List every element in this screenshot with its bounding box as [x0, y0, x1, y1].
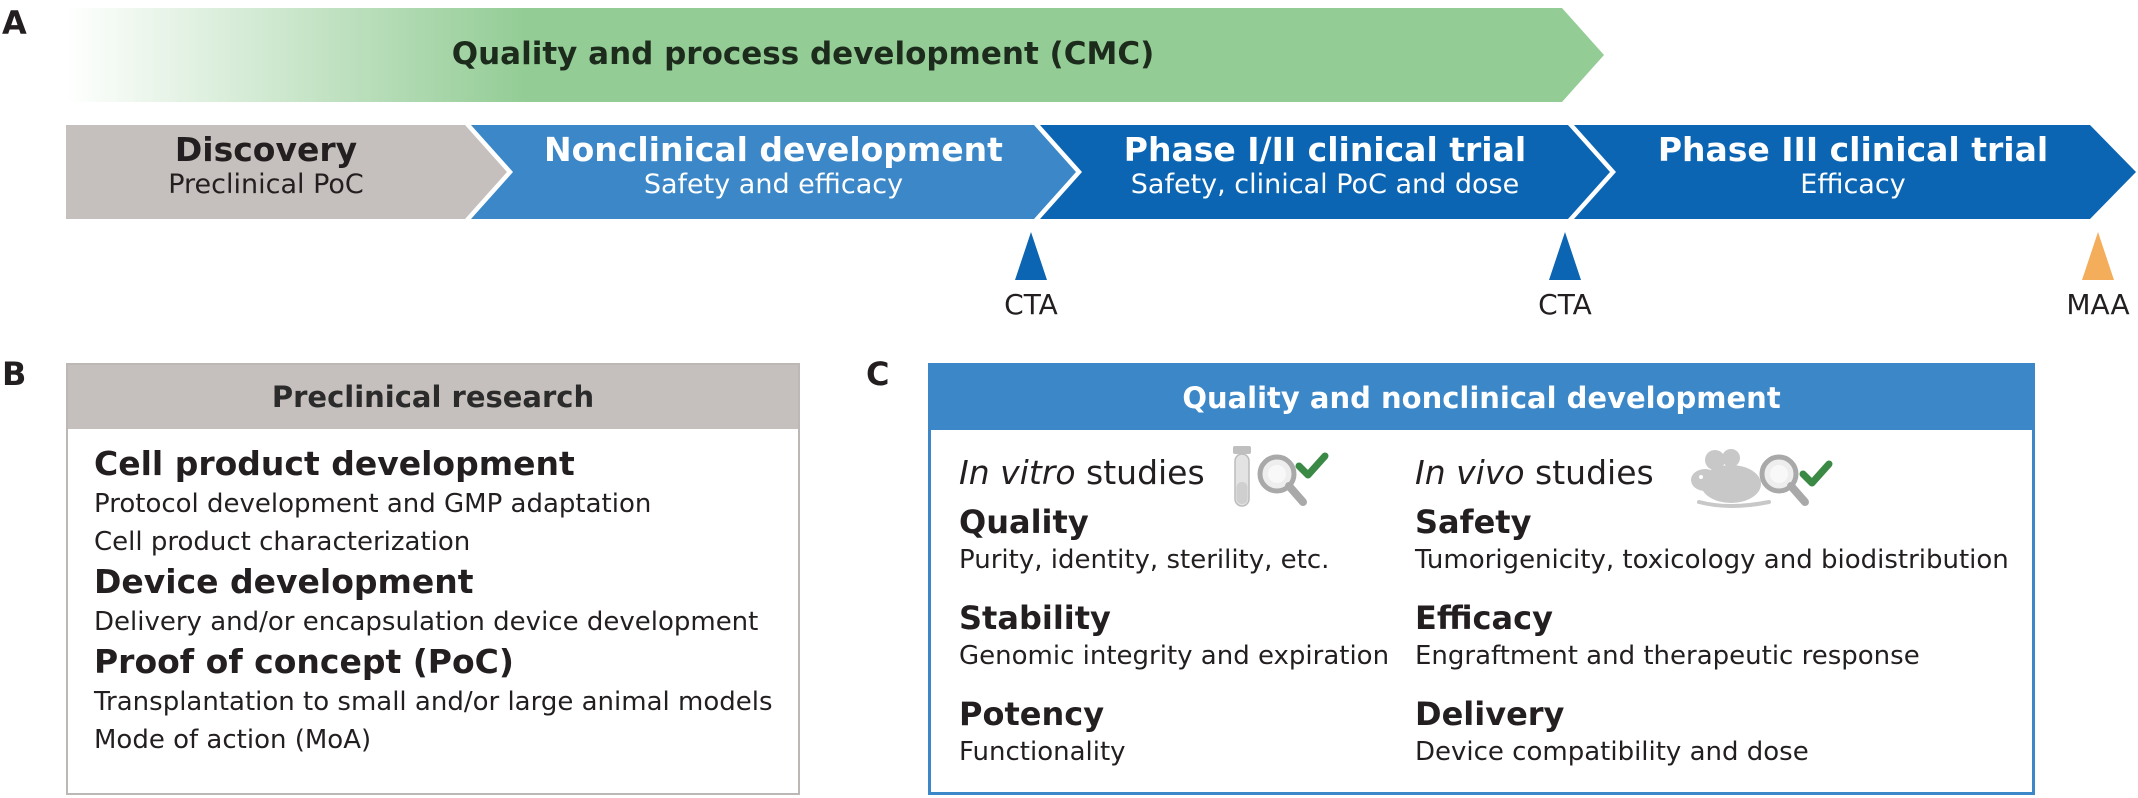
- preclinical-research-header: Preclinical research: [68, 365, 798, 429]
- panel-letter-a: A: [2, 4, 27, 42]
- phase-1-2: Phase I/II clinical trial Safety, clinic…: [1082, 130, 1568, 200]
- phase-chevron-phase-1-2: [1040, 125, 1610, 219]
- section-line: Transplantation to small and/or large an…: [94, 687, 773, 717]
- in-vitro-heading: In vitro studies: [959, 453, 1205, 492]
- study-description: Tumorigenicity, toxicology and biodistri…: [1415, 545, 2009, 575]
- study-title: Potency: [959, 695, 1105, 733]
- cta-marker-2-triangle: [1549, 232, 1581, 280]
- study-description: Genomic integrity and expiration: [959, 641, 1390, 671]
- phase-3: Phase III clinical trial Efficacy: [1616, 130, 2090, 200]
- study-title: Efficacy: [1415, 599, 1553, 637]
- panel-letter-b: B: [2, 355, 27, 393]
- phase-subtitle: Safety and efficacy: [643, 169, 904, 200]
- mouse-icon: [1691, 449, 1771, 508]
- phase-subtitle: Preclinical PoC: [168, 169, 364, 200]
- study-description: Functionality: [959, 737, 1126, 767]
- phase-subtitle: Safety, clinical PoC and dose: [1130, 169, 1520, 200]
- study-title: Safety: [1415, 503, 1532, 541]
- cmc-banner-label: Quality and process development (CMC): [451, 36, 1155, 72]
- maa-marker-triangle: [2082, 232, 2114, 280]
- test-tube-icon: [1233, 446, 1251, 507]
- phase-chevron-phase-3: [1574, 125, 2136, 219]
- phase-title: Phase I/II clinical trial: [1123, 130, 1527, 169]
- phase-chevron-discovery: [66, 125, 507, 219]
- phase-title: Phase III clinical trial: [1657, 130, 2049, 169]
- section-heading: Cell product development: [94, 444, 575, 483]
- maa-marker-label: MAA: [2066, 288, 2130, 321]
- study-description: Device compatibility and dose: [1415, 737, 1809, 767]
- preclinical-research-box: Preclinical research Cell product develo…: [66, 363, 800, 795]
- in-vivo-icon-group: [1691, 449, 1833, 508]
- checkmark-icon: [1799, 460, 1833, 487]
- cmc-banner-arrow: [66, 8, 1604, 102]
- in-vivo-heading: In vivo studies: [1415, 453, 1654, 492]
- study-title: Delivery: [1415, 695, 1565, 733]
- section-line: Cell product characterization: [94, 527, 471, 557]
- quality-nonclinical-header: Quality and nonclinical development: [931, 366, 2032, 430]
- panel-letter-c: C: [866, 355, 890, 393]
- study-description: Engraftment and therapeutic response: [1415, 641, 1920, 671]
- in-vitro-column: In vitro studies Quality Purity, identit…: [959, 452, 1389, 770]
- study-description: Purity, identity, sterility, etc.: [959, 545, 1330, 575]
- section-line: Protocol development and GMP adaptation: [94, 489, 652, 519]
- in-vivo-column: In vivo studies Safety Tumorigenicity, t…: [1415, 452, 2009, 770]
- phase-discovery: Discovery Preclinical PoC: [66, 130, 466, 200]
- checkmark-icon: [1295, 452, 1329, 479]
- quality-nonclinical-box: Quality and nonclinical development In v…: [928, 363, 2035, 795]
- study-title: Stability: [959, 599, 1111, 637]
- phase-title: Discovery: [174, 130, 358, 169]
- cta-marker-1-label: CTA: [1004, 288, 1058, 321]
- magnifier-icon: [1257, 454, 1307, 506]
- phase-chevron-nonclinical: [471, 125, 1076, 219]
- phase-subtitle: Efficacy: [1800, 169, 1906, 200]
- phase-nonclinical: Nonclinical development Safety and effic…: [513, 130, 1034, 200]
- cta-marker-1-triangle: [1015, 232, 1047, 280]
- section-line: Delivery and/or encapsulation device dev…: [94, 607, 759, 637]
- study-title: Quality: [959, 503, 1089, 541]
- in-vitro-icon-group: [1233, 446, 1329, 507]
- section-line: Mode of action (MoA): [94, 725, 372, 755]
- section-heading: Proof of concept (PoC): [94, 642, 514, 681]
- section-heading: Device development: [94, 562, 474, 601]
- phase-title: Nonclinical development: [544, 130, 1003, 169]
- cta-marker-2-label: CTA: [1538, 288, 1592, 321]
- magnifier-icon: [1759, 454, 1809, 506]
